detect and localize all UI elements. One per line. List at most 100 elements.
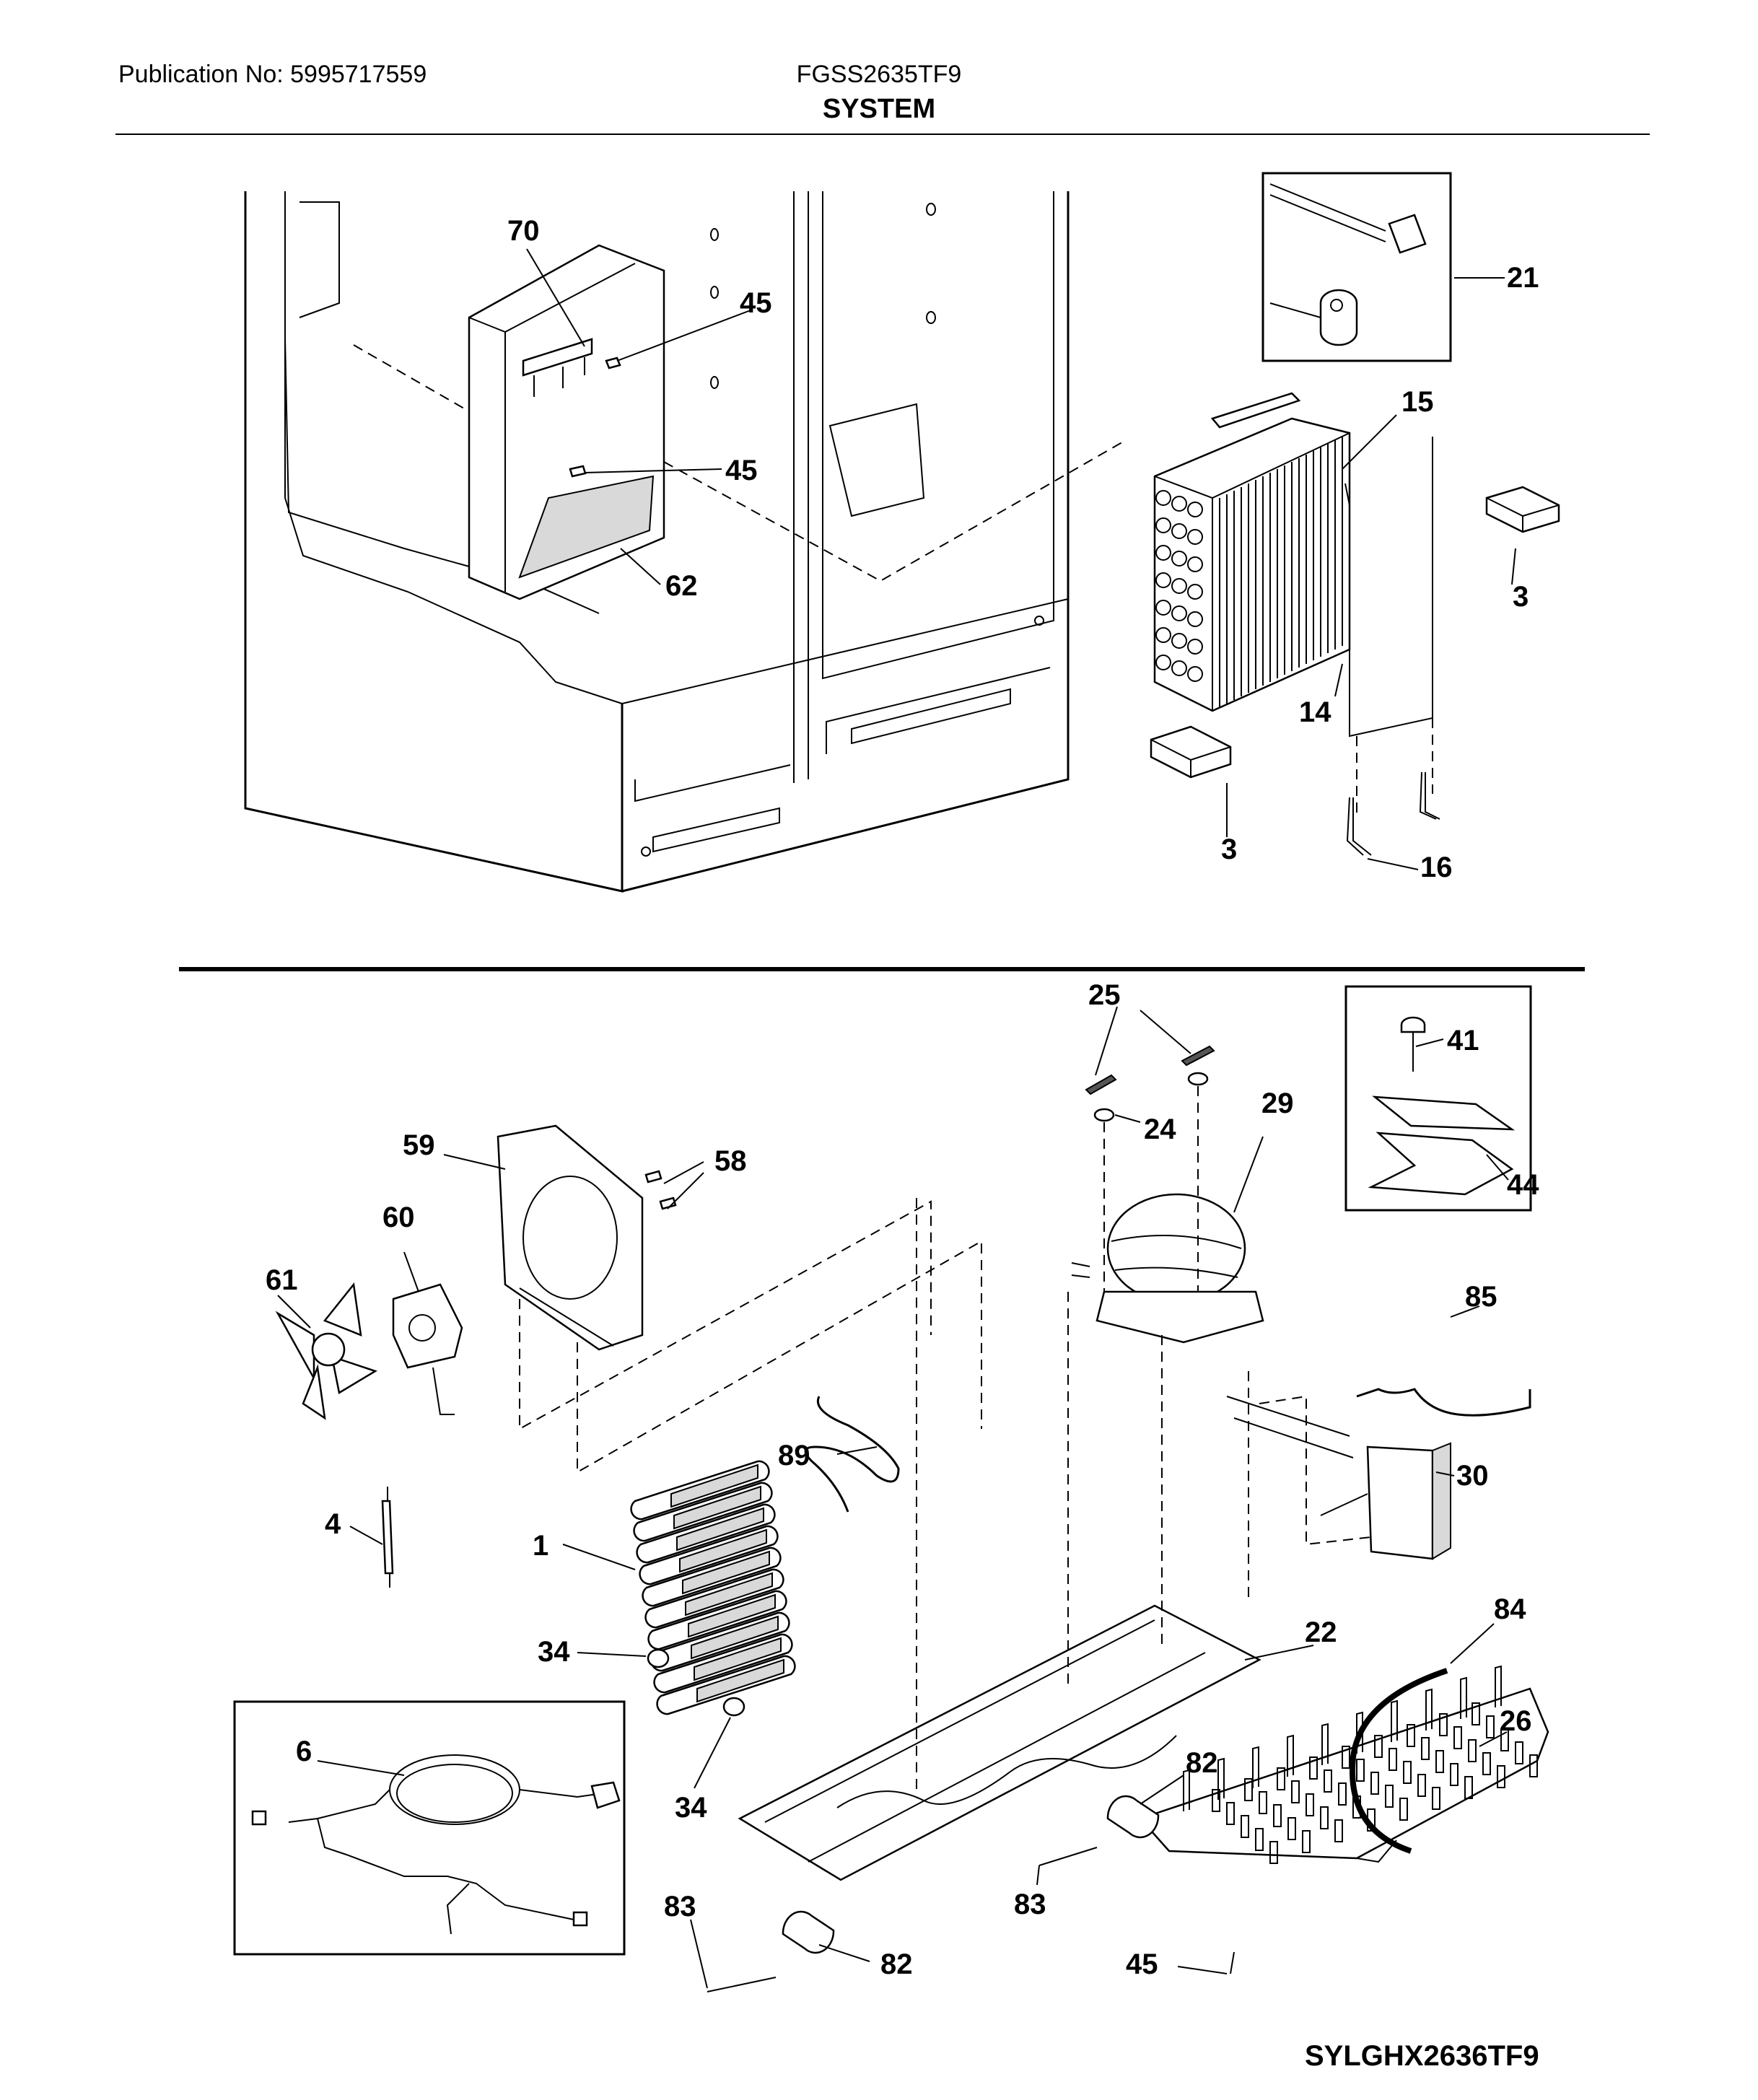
drain-pan-rib — [1291, 1780, 1300, 1803]
drain-pan-rib — [1399, 1798, 1408, 1821]
evaporator-tube-end — [1187, 611, 1203, 627]
callout-82: 82 — [880, 1948, 913, 1980]
drain-pan-rib — [1374, 1735, 1383, 1758]
drain-pan-rib — [1417, 1774, 1426, 1797]
drain-pan-rib — [1435, 1750, 1444, 1773]
callout-60: 60 — [382, 1202, 415, 1233]
evaporator-tube-end — [1171, 496, 1187, 512]
callout-14: 14 — [1299, 696, 1331, 728]
drain-pan-rib — [1389, 1748, 1397, 1771]
evaporator-tube-end — [1155, 627, 1171, 643]
drain-pan-rib — [1306, 1793, 1314, 1816]
condenser-shading — [696, 1658, 784, 1703]
evaporator-tube-end — [1187, 556, 1203, 572]
header-rule — [115, 134, 1650, 135]
drain-pan-rib — [1255, 1828, 1264, 1851]
drain-pan-wall-rib — [1217, 1757, 1225, 1800]
callout-1: 1 — [533, 1530, 548, 1562]
screw-icon — [644, 1170, 677, 1210]
callout-82: 82 — [1186, 1747, 1218, 1779]
evaporator-tube-end — [1155, 517, 1171, 533]
drain-pan-rib — [1482, 1752, 1491, 1775]
fan-shroud — [497, 1124, 644, 1351]
mounting-foot — [782, 1795, 1160, 1954]
tube-85 — [1356, 1388, 1531, 1417]
condenser — [630, 1460, 796, 1715]
condenser-shading — [670, 1464, 758, 1508]
drain-pan-rib — [1453, 1726, 1462, 1749]
drain-pan-rib — [1403, 1761, 1412, 1784]
callout-70: 70 — [507, 215, 540, 247]
evaporator-tube-end — [1155, 655, 1171, 670]
clip-icon — [1085, 1045, 1215, 1095]
callout-83: 83 — [664, 1891, 696, 1922]
drain-pan-wall-rib — [1425, 1688, 1433, 1731]
callout-6: 6 — [296, 1736, 312, 1767]
callout-15: 15 — [1401, 386, 1434, 418]
drain-pan-rib — [1342, 1746, 1350, 1769]
callout-3: 3 — [1221, 834, 1237, 865]
grommet-icon — [1093, 1072, 1209, 1122]
drain-pan — [1138, 1665, 1549, 1864]
evaporator-tube-end — [1171, 660, 1187, 676]
drain-pan-rib — [1356, 1759, 1365, 1782]
drain-pan-wall-rib — [1287, 1734, 1294, 1777]
heater-bracket — [1346, 771, 1440, 856]
condenser-shading — [691, 1615, 779, 1660]
drain-pan-wall-rib — [1391, 1699, 1398, 1742]
evaporator-tube-end — [1155, 572, 1171, 588]
section-title: SYSTEM — [822, 94, 936, 124]
callout-45: 45 — [725, 455, 758, 486]
callout-45: 45 — [1126, 1948, 1158, 1980]
callout-22: 22 — [1305, 1616, 1337, 1648]
callout-62: 62 — [665, 570, 698, 602]
callout-30: 30 — [1456, 1460, 1489, 1492]
inset-box-41-44 — [1344, 985, 1532, 1212]
callout-41: 41 — [1447, 1025, 1479, 1056]
drain-pan-rib — [1241, 1815, 1249, 1838]
drain-pan-rib — [1468, 1739, 1477, 1762]
drain-pan-rib — [1439, 1713, 1448, 1736]
screw-icon — [569, 356, 621, 478]
sleeve-icon — [647, 1648, 745, 1717]
defrost-heater — [1344, 437, 1433, 738]
inset-box-6 — [233, 1700, 626, 1956]
drain-pan-rib — [1226, 1802, 1235, 1825]
callout-85: 85 — [1465, 1281, 1497, 1313]
drain-pan-rib — [1302, 1830, 1311, 1853]
callout-58: 58 — [714, 1145, 747, 1177]
callout-89: 89 — [778, 1440, 810, 1471]
callout-34: 34 — [675, 1792, 707, 1824]
callout-3: 3 — [1513, 581, 1529, 613]
condenser-shading — [694, 1637, 782, 1681]
drain-pan-rib — [1497, 1765, 1505, 1788]
callout-83: 83 — [1014, 1889, 1046, 1920]
evaporator-tube-end — [1187, 502, 1203, 517]
condenser-shading — [679, 1528, 767, 1573]
drain-pan-rib — [1338, 1782, 1347, 1806]
callout-16: 16 — [1420, 852, 1453, 883]
callout-labels: 70 45 45 62 21 15 3 14 3 16 25 24 29 41 … — [266, 215, 1539, 1980]
condenser-shading — [682, 1550, 770, 1595]
callout-84: 84 — [1494, 1593, 1526, 1625]
drain-pan-rib — [1529, 1754, 1538, 1777]
evaporator-tube-end — [1171, 578, 1187, 594]
callout-59: 59 — [403, 1129, 435, 1161]
evaporator — [1153, 392, 1351, 712]
bolt-icon — [707, 1847, 1235, 1992]
callout-29: 29 — [1261, 1088, 1294, 1119]
publication-number: Publication No: 5995717559 — [118, 61, 427, 88]
leader-lines-bottom — [277, 1006, 1509, 1989]
condenser-shading — [685, 1572, 773, 1616]
tube-89 — [804, 1396, 900, 1513]
callout-61: 61 — [266, 1264, 298, 1296]
condenser-shading — [673, 1485, 761, 1530]
evaporator-tube-end — [1155, 490, 1171, 506]
drain-pan-rib — [1324, 1769, 1332, 1793]
drain-pan-rib — [1334, 1819, 1343, 1842]
evaporator-tube-end — [1171, 633, 1187, 649]
evaporator-tube-end — [1171, 523, 1187, 539]
callout-26: 26 — [1500, 1705, 1532, 1737]
base-plate — [738, 1604, 1261, 1881]
